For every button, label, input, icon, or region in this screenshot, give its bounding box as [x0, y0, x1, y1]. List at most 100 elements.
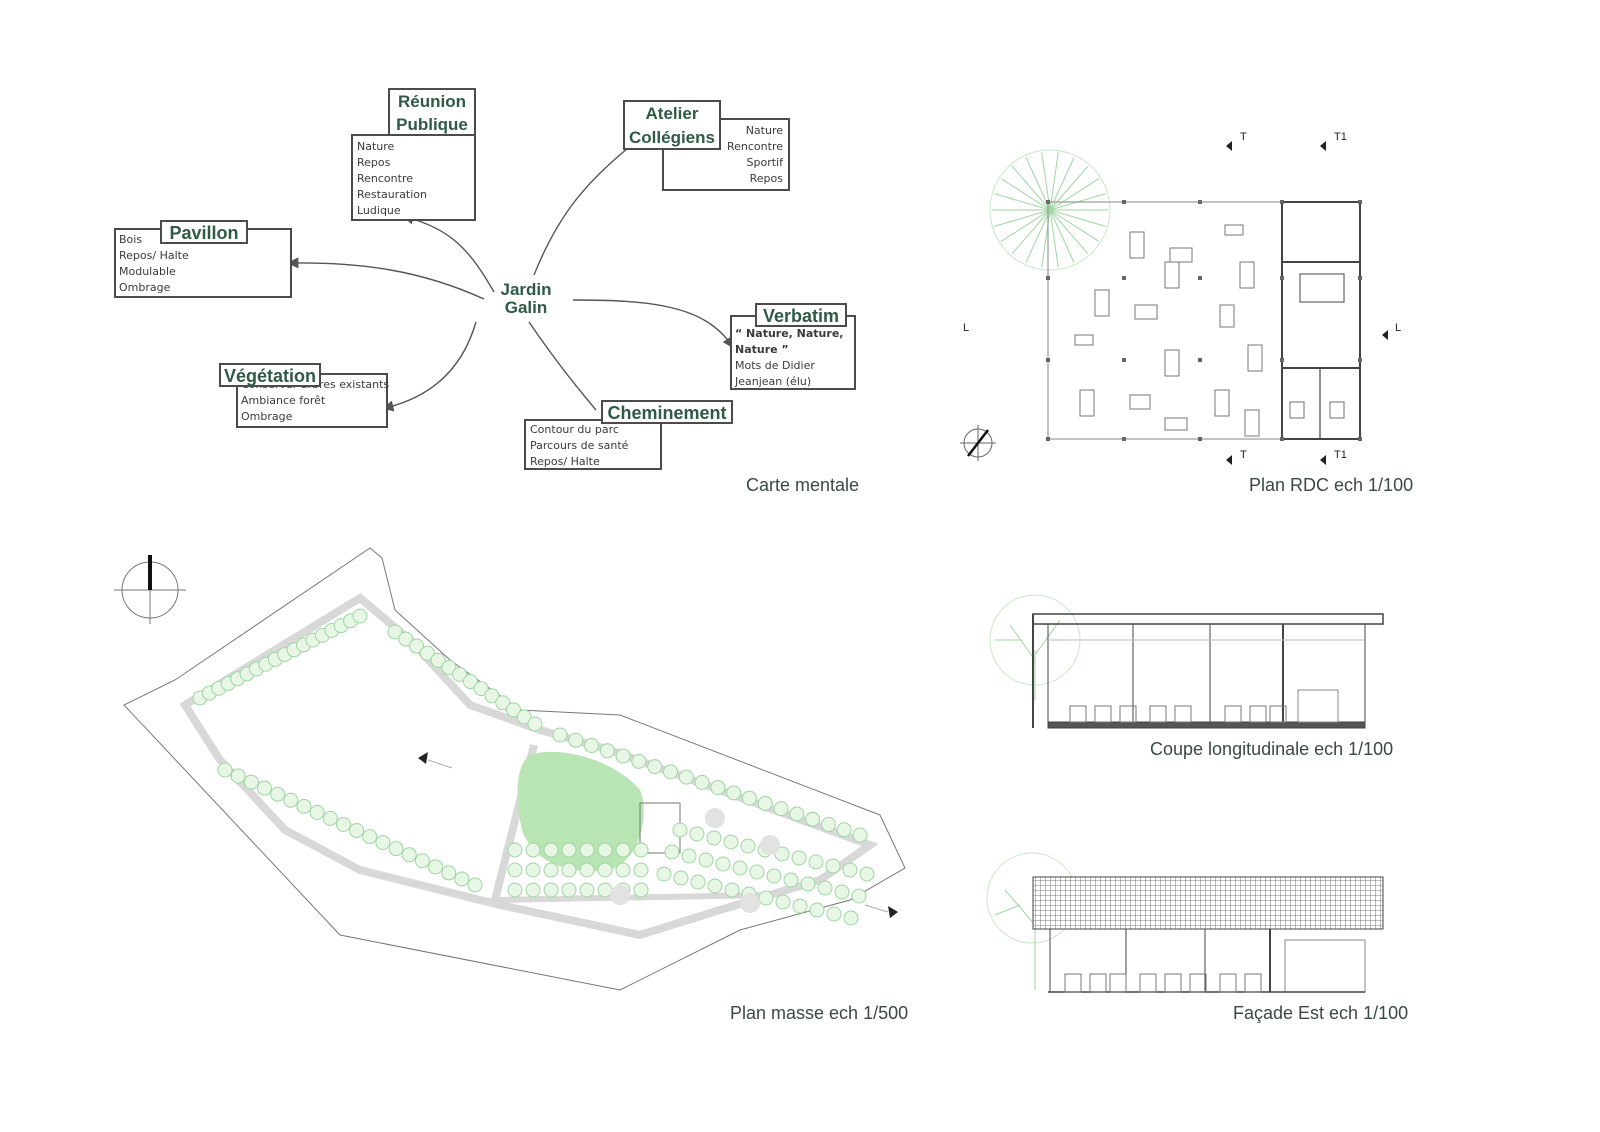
tree-mark: [656, 866, 672, 882]
tree-mark: [296, 798, 312, 814]
caption-facade: Façade Est ech 1/100: [1233, 1003, 1409, 1023]
tree-mark: [852, 827, 868, 843]
tree-mark: [387, 624, 403, 640]
tree-branch: [1025, 209, 1051, 263]
tree-mark: [836, 822, 852, 838]
tree-branch: [1049, 209, 1075, 263]
tree-mark: [375, 835, 391, 851]
table: [1164, 417, 1188, 431]
column: [1198, 276, 1202, 280]
tree-mark: [473, 681, 489, 697]
column: [1046, 437, 1050, 441]
table: [1079, 389, 1095, 417]
tree-branch: [1049, 178, 1100, 211]
verbatim-item: “ Nature, Nature,: [735, 327, 844, 340]
tree-mark: [775, 894, 791, 910]
chair-mark: [1109, 973, 1127, 993]
tree-mark: [419, 645, 435, 661]
pavillon-item: Modulable: [119, 265, 176, 278]
tree-mark: [673, 870, 689, 886]
verbatim-item: Nature ”: [735, 343, 789, 356]
column: [1046, 276, 1050, 280]
tree-mark: [633, 862, 649, 878]
tree-mark: [401, 847, 417, 863]
tree-mark: [773, 801, 789, 817]
tree-mark: [789, 806, 805, 822]
tree-mark: [484, 688, 500, 704]
column: [1122, 437, 1126, 441]
atelier-title: Atelier Collégiens: [623, 100, 721, 150]
tree-mark: [599, 743, 615, 759]
tree-branch: [1000, 178, 1051, 211]
verbatim-item: Mots de Didier: [735, 359, 815, 372]
caption-coupe: Coupe longitudinale ech 1/100: [1150, 739, 1394, 759]
tree-mark: [495, 695, 511, 711]
tree-mark: [441, 659, 457, 675]
tree-mark: [698, 852, 714, 868]
tree-mark: [808, 854, 824, 870]
table: [1219, 304, 1235, 328]
tree-mark: [792, 898, 808, 914]
tree-mark: [398, 631, 414, 647]
tree-mark: [726, 785, 742, 801]
chair-mark: [1174, 705, 1192, 723]
tree-branch: [994, 209, 1051, 227]
table: [1094, 289, 1110, 317]
tree-mark: [663, 764, 679, 780]
tree-mark: [507, 842, 523, 858]
chair-mark: [1244, 973, 1262, 993]
column: [1280, 276, 1284, 280]
column: [1046, 200, 1050, 204]
cheminement-item: Contour du parc: [530, 423, 619, 436]
column: [1280, 200, 1284, 204]
tree-mark: [428, 859, 444, 875]
reunion-item: Ludique: [357, 204, 401, 217]
tree-mark: [507, 862, 523, 878]
section-mark-t-top: T: [1240, 131, 1247, 143]
column: [1280, 437, 1284, 441]
tree-mark: [352, 608, 368, 624]
tree-mark: [631, 753, 647, 769]
caption-carte-mentale: Carte mentale: [746, 475, 860, 495]
tree-mark: [791, 850, 807, 866]
tree-mark: [467, 877, 483, 893]
tree-mark: [441, 865, 457, 881]
tree-mark: [758, 890, 774, 906]
tree-mark: [749, 864, 765, 880]
pavillon-item: Ombrage: [119, 281, 171, 294]
table: [1129, 231, 1145, 259]
tree-mark: [409, 638, 425, 654]
tree-mark: [825, 858, 841, 874]
tree-mark: [584, 738, 600, 754]
chair-mark: [1189, 973, 1207, 993]
table: [1214, 389, 1230, 417]
reunion-title-line1: Réunion: [398, 92, 466, 111]
tree-mark: [543, 842, 559, 858]
table: [1169, 247, 1193, 263]
column: [1122, 276, 1126, 280]
table: [1129, 394, 1151, 410]
tree-mark: [859, 866, 875, 882]
tree-mark: [741, 790, 757, 806]
tree-mark: [388, 841, 404, 857]
tree-mark: [732, 860, 748, 876]
tree-mark: [843, 910, 859, 926]
tree-mark: [579, 882, 595, 898]
tree-mark: [349, 823, 365, 839]
tree-mark: [525, 842, 541, 858]
tree-branch: [1049, 209, 1100, 242]
tree-mark: [678, 769, 694, 785]
table: [1164, 261, 1180, 289]
tree-mark: [809, 902, 825, 918]
column: [1358, 200, 1362, 204]
tree-mark: [579, 862, 595, 878]
tree-mark: [597, 842, 613, 858]
center-line1: Jardin: [500, 280, 552, 299]
tree-branch: [1011, 209, 1051, 255]
cheminement-item: Parcours de santé: [530, 439, 629, 452]
tree-mark: [723, 834, 739, 850]
plan-rdc-tree: [989, 149, 1111, 271]
vegetation-title: Végétation: [219, 363, 321, 387]
reunion-item: Nature: [357, 140, 395, 153]
tree-mark: [820, 816, 836, 832]
